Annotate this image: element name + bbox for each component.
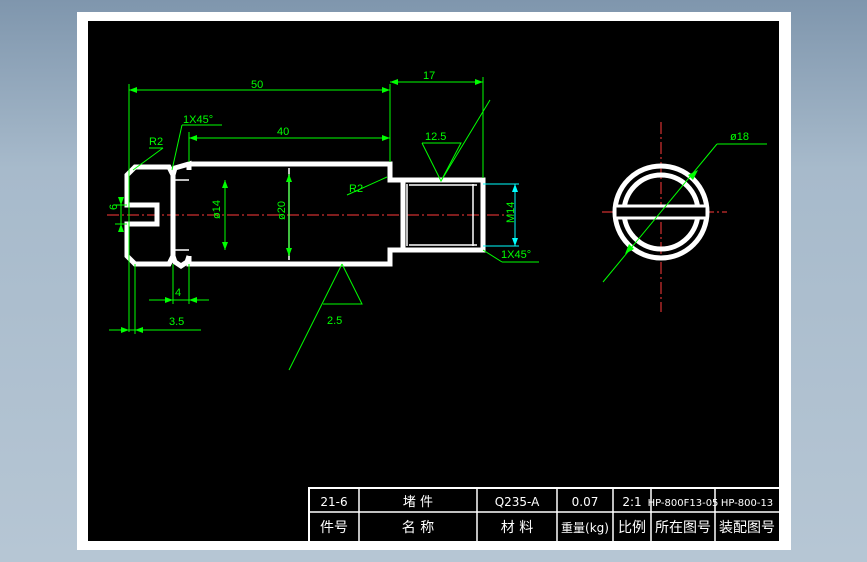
- tb-material: Q235-A: [495, 495, 540, 509]
- tb-label-material: 材 料: [501, 520, 533, 536]
- tb-drawing-number: HP-800F13-05: [648, 498, 719, 509]
- dim-chamfer-right: 1X45°: [501, 249, 531, 261]
- dim-shank-diameter: ø20: [276, 201, 288, 220]
- dim-head-diameter: ø14: [211, 200, 223, 219]
- shank-outline: [186, 161, 403, 267]
- tb-label-weight: 重量(kg): [561, 521, 609, 535]
- dim-slot-width: 6: [108, 204, 120, 210]
- title-block: 21-6 堵 件 Q235-A 0.07 2:1 HP-800F13-05 HP…: [308, 487, 781, 543]
- dim-overall-length: 50: [251, 79, 263, 91]
- cad-canvas: 50 40 17 1X45° R2 R2 12.5 2.5 1X45° 4 3.…: [86, 19, 781, 543]
- dim-radius-left: R2: [149, 136, 163, 148]
- dim-head-thickness: 3.5: [169, 316, 184, 328]
- dim-shank-length: 40: [277, 126, 289, 138]
- dim-roughness-bottom: 2.5: [327, 315, 342, 327]
- dimension-lines: [109, 77, 539, 371]
- tb-label-drawing-number: 所在图号: [655, 520, 711, 536]
- tb-label-part-number: 件号: [320, 520, 348, 536]
- dim-roughness-top: 12.5: [425, 131, 446, 143]
- tb-scale: 2:1: [622, 495, 641, 509]
- tb-label-scale: 比例: [618, 520, 646, 536]
- dim-thread-spec: M14: [505, 202, 517, 223]
- dimension-arrows: [118, 79, 483, 333]
- dim-radius-right: R2: [349, 183, 363, 195]
- head-outline: [124, 164, 176, 267]
- tb-part-name: 堵 件: [403, 495, 433, 510]
- dim-groove-width: 4: [175, 287, 181, 299]
- tb-weight: 0.07: [572, 495, 599, 509]
- tb-label-name: 名 称: [402, 520, 434, 536]
- drawing-area: [86, 19, 781, 543]
- end-view-dimension: [602, 143, 767, 283]
- tb-part-number: 21-6: [320, 495, 347, 509]
- dim-end-view-diameter: ø18: [730, 131, 749, 143]
- dim-chamfer-left: 1X45°: [183, 114, 213, 126]
- tb-assembly-number: HP-800-13: [721, 498, 773, 509]
- thread-arrows: [512, 184, 518, 246]
- end-view-arrows: [625, 170, 698, 254]
- tb-label-assembly-number: 装配图号: [719, 520, 775, 536]
- dim-thread-length: 17: [423, 70, 435, 82]
- end-view: [612, 163, 710, 261]
- drawing-sheet: 50 40 17 1X45° R2 R2 12.5 2.5 1X45° 4 3.…: [77, 12, 791, 550]
